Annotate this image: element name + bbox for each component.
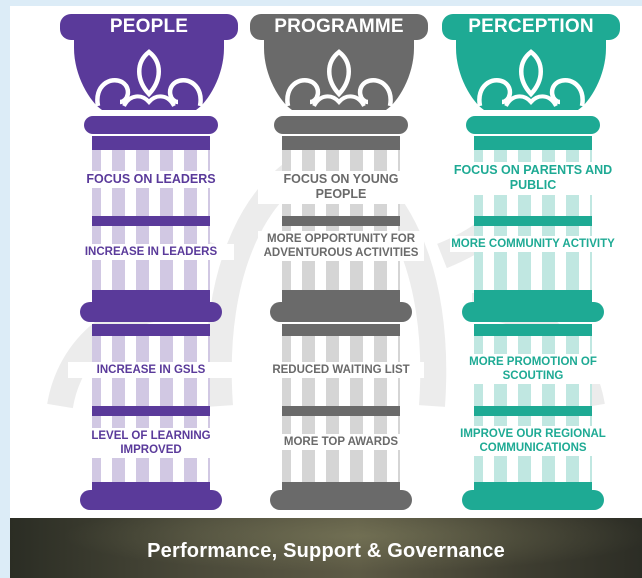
pillar-goal: INCREASE IN GSLs [68,362,234,379]
pillar-people: PEOPLE FOCUS ON LEADERS INCREASE IN LEAD… [58,6,244,524]
pillar-title: PEOPLE [109,16,189,37]
pillar-goal: MORE OPPORTUNITY FOR ADVENTUROUS ACTIVIT… [258,231,424,262]
footer-banner: Performance, Support & Governance [10,518,642,578]
footer-photo-shade [10,518,642,578]
pillar-goal: MORE TOP AWARDS [258,434,424,451]
pillar-shape [60,14,238,510]
pillar-programme: PROGRAMME FOCUS ON YOUNG PEOPLE MORE OPP… [248,6,434,524]
pillar-focus: FOCUS ON YOUNG PEOPLE [258,171,424,204]
pillar-perception: PERCEPTION FOCUS ON PARENTS AND PUBLIC M… [440,6,626,524]
pillar-focus: FOCUS ON LEADERS [68,171,234,189]
pillar-shape [250,14,428,510]
pillar-goal: IMPROVE OUR REGIONAL COMMUNICATIONS [450,426,616,457]
pillar-goal: INCREASE IN LEADERS [68,244,234,261]
pillar-goal: MORE PROMOTION OF SCOUTING [450,354,616,385]
pillar-goal: MORE COMMUNITY ACTIVITY [450,236,616,253]
pillar-goal: REDUCED WAITING LIST [258,362,424,379]
pillar-title: PROGRAMME [274,16,404,37]
pillar-goal: LEVEL OF LEARNING IMPROVED [68,428,234,459]
pillars-diagram: PEOPLE FOCUS ON LEADERS INCREASE IN LEAD… [10,6,642,578]
pillar-title: PERCEPTION [468,16,594,37]
footer-title: Performance, Support & Governance [147,540,505,562]
pillar-focus: FOCUS ON PARENTS AND PUBLIC [450,162,616,195]
